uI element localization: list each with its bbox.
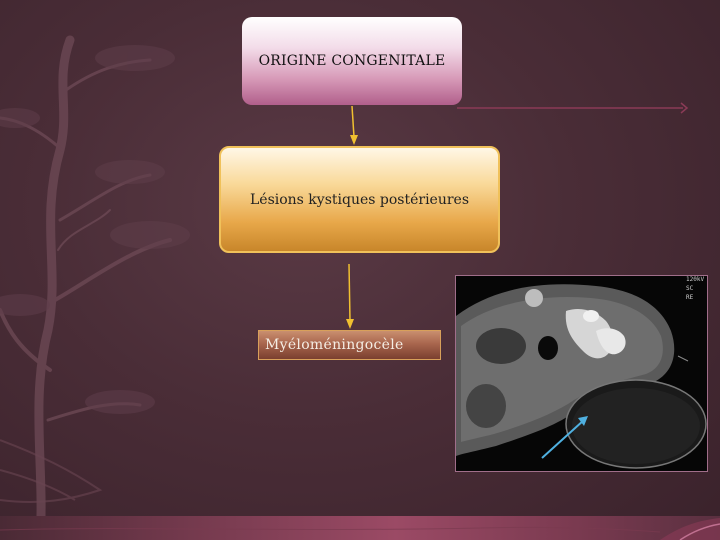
ct-overlay-line: RE: [686, 293, 716, 302]
myelomeningocele-label: Myéloméningocèle: [265, 337, 404, 353]
lesions-label: Lésions kystiques postérieures: [250, 192, 469, 208]
ct-overlay-text: 120kV SC RE: [686, 275, 716, 302]
origin-box: ORIGINE CONGENITALE: [242, 17, 462, 105]
ct-scan-image: [455, 275, 708, 472]
bottom-decorative-band: [0, 516, 720, 540]
decorative-line: [455, 100, 695, 116]
origin-label: ORIGINE CONGENITALE: [259, 53, 446, 69]
bottom-band-ornament: [0, 516, 720, 540]
ct-scan-drawing: [456, 276, 708, 472]
connector-arrow-2: [340, 263, 360, 331]
lesions-box: Lésions kystiques postérieures: [219, 146, 500, 253]
ct-overlay-line: 120kV: [686, 275, 716, 284]
ct-overlay-line: SC: [686, 284, 716, 293]
connector-arrow-1: [344, 105, 364, 147]
myelomeningocele-box: Myéloméningocèle: [258, 330, 441, 360]
